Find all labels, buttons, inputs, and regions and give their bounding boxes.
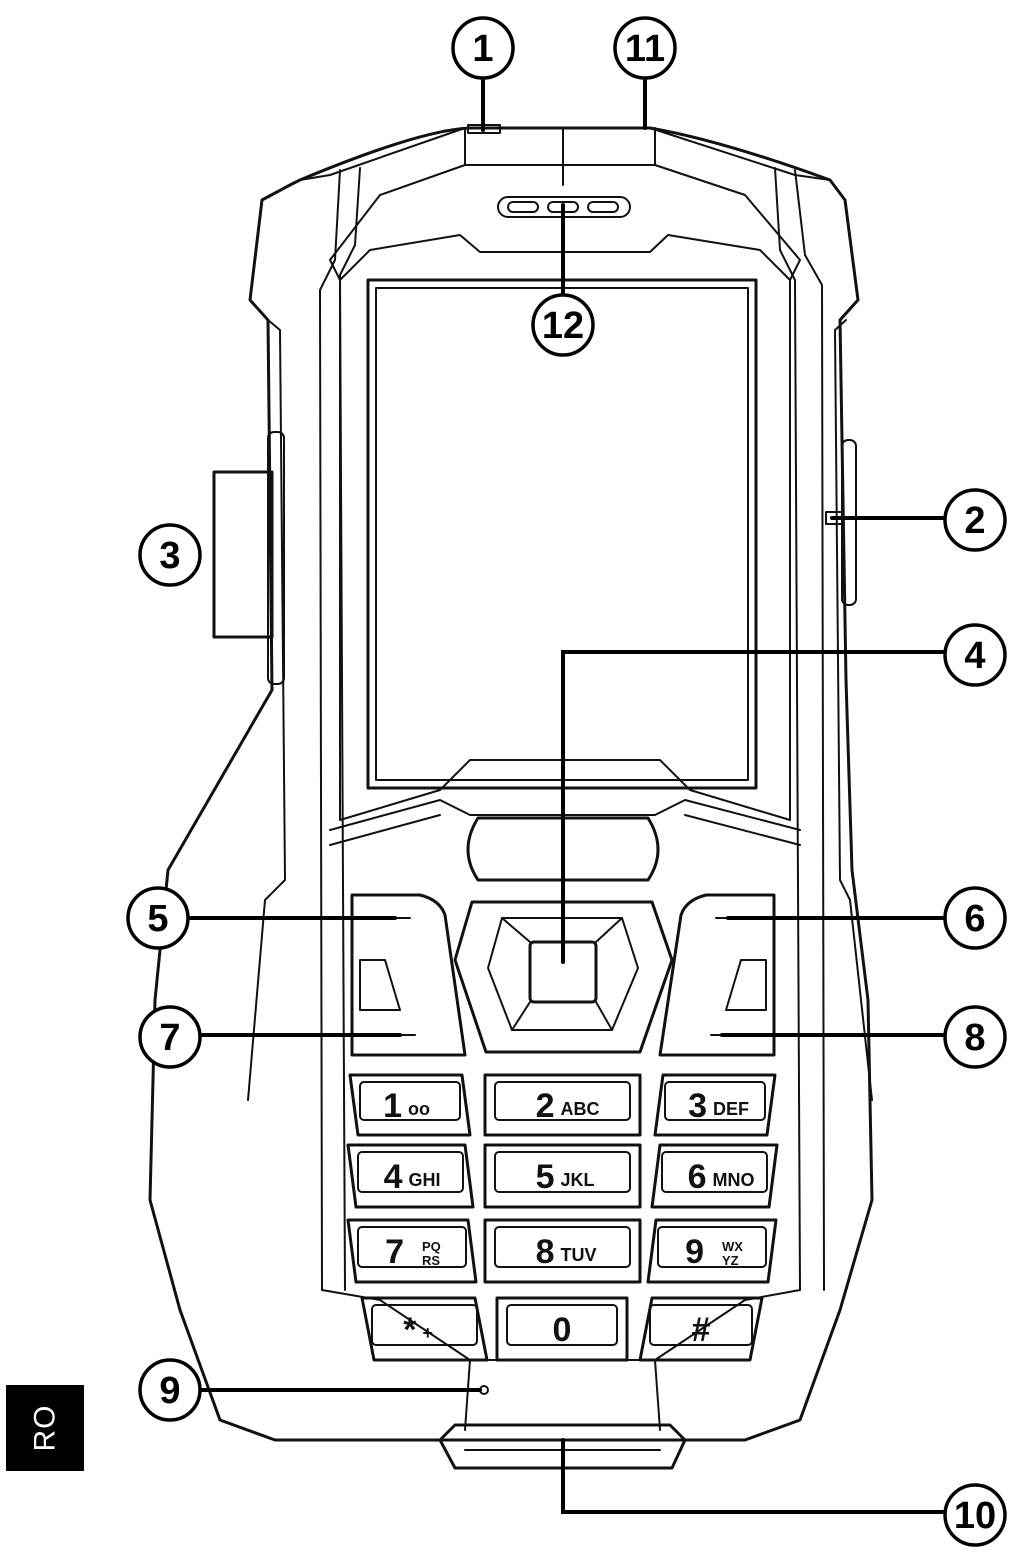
- key-face: [506, 1304, 618, 1346]
- leader-lines: [186, 70, 950, 1514]
- callout-6: 6: [943, 886, 1007, 950]
- key-2[interactable]: 2 ABC: [483, 1073, 642, 1137]
- key-letters-2: RS: [422, 1253, 440, 1268]
- key-face: [661, 1151, 768, 1193]
- key-face: [357, 1151, 464, 1193]
- key-digit: 2: [536, 1087, 555, 1125]
- key-letters-2: YZ: [722, 1253, 739, 1268]
- key-letters: ABC: [561, 1099, 600, 1119]
- key-face: [357, 1226, 467, 1268]
- key-face: [371, 1304, 478, 1346]
- key-outline: [346, 1218, 478, 1284]
- key-digit: *: [403, 1311, 417, 1349]
- key-1[interactable]: 1 oo: [348, 1073, 472, 1137]
- callout-10: 10: [943, 1483, 1007, 1547]
- callout-4: 4: [943, 623, 1007, 687]
- key-6[interactable]: 6 MNO: [650, 1143, 779, 1209]
- key-letters: DEF: [713, 1099, 749, 1119]
- svg-text:6: 6: [964, 898, 985, 940]
- key-face: [494, 1081, 631, 1121]
- callout-8: 8: [943, 1005, 1007, 1069]
- key-digit: 5: [536, 1158, 555, 1196]
- key-digit: 0: [553, 1311, 572, 1349]
- key-outline: [483, 1218, 642, 1284]
- key-outline: [483, 1073, 642, 1137]
- key-digit: 6: [688, 1158, 707, 1196]
- key-4[interactable]: 4 GHI: [346, 1143, 475, 1209]
- key-face: [657, 1226, 767, 1268]
- callout-2: 2: [943, 488, 1007, 552]
- key-outline: [348, 1073, 472, 1137]
- key-outline: [346, 1143, 475, 1209]
- key-letters: TUV: [561, 1245, 597, 1265]
- svg-text:1: 1: [472, 28, 493, 70]
- key-face: [664, 1081, 766, 1121]
- svg-text:10: 10: [954, 1495, 996, 1537]
- language-tab: RO: [6, 1385, 84, 1471]
- key-face: [649, 1304, 753, 1346]
- key-outline: [483, 1143, 642, 1209]
- phone-body: [148, 124, 874, 1442]
- leader-10: [561, 1438, 950, 1514]
- key-letters: WX: [722, 1239, 743, 1254]
- key-3[interactable]: 3 DEF: [653, 1073, 777, 1137]
- key-0[interactable]: 0: [495, 1296, 629, 1362]
- key-letters: GHI: [409, 1170, 441, 1190]
- key-letters: PQ: [422, 1239, 441, 1254]
- callout-11: 11: [613, 16, 677, 80]
- callout-3: 3: [138, 523, 202, 587]
- language-code: RO: [28, 1404, 61, 1452]
- bottom-body: [321, 1289, 801, 1470]
- leader-4: [561, 650, 950, 964]
- svg-text:4: 4: [964, 635, 985, 677]
- svg-text:3: 3: [159, 535, 180, 577]
- svg-text:11: 11: [625, 28, 665, 70]
- callout-12: 12: [531, 293, 595, 357]
- svg-text:2: 2: [964, 500, 985, 542]
- key-digit: 7: [385, 1233, 404, 1271]
- key-digit: 9: [685, 1233, 704, 1271]
- callout-5: 5: [126, 886, 190, 950]
- callout-1: 1: [451, 16, 515, 80]
- svg-text:9: 9: [159, 1370, 180, 1412]
- svg-text:5: 5: [147, 898, 168, 940]
- key-outline: [638, 1296, 764, 1362]
- key-face: [494, 1151, 631, 1193]
- key-outline: [650, 1143, 779, 1209]
- callout-7: 7: [138, 1005, 202, 1069]
- key-outline: [653, 1073, 777, 1137]
- callout-9: 9: [138, 1358, 202, 1422]
- key-letters: oo: [408, 1099, 430, 1119]
- key-digit: 1: [383, 1087, 402, 1125]
- key-outline: [646, 1218, 778, 1284]
- key-5[interactable]: 5 JKL: [483, 1143, 642, 1209]
- key-digit: 4: [384, 1158, 403, 1196]
- key-letters: MNO: [713, 1170, 755, 1190]
- key-face: [494, 1226, 631, 1268]
- key-8[interactable]: 8 TUV: [483, 1218, 642, 1284]
- key-digit: 3: [688, 1087, 707, 1125]
- key-letters: JKL: [561, 1170, 595, 1190]
- key-digit: 8: [536, 1233, 555, 1271]
- key-face: [359, 1081, 461, 1121]
- svg-text:12: 12: [542, 305, 584, 347]
- svg-text:8: 8: [964, 1017, 985, 1059]
- svg-text:7: 7: [159, 1017, 180, 1059]
